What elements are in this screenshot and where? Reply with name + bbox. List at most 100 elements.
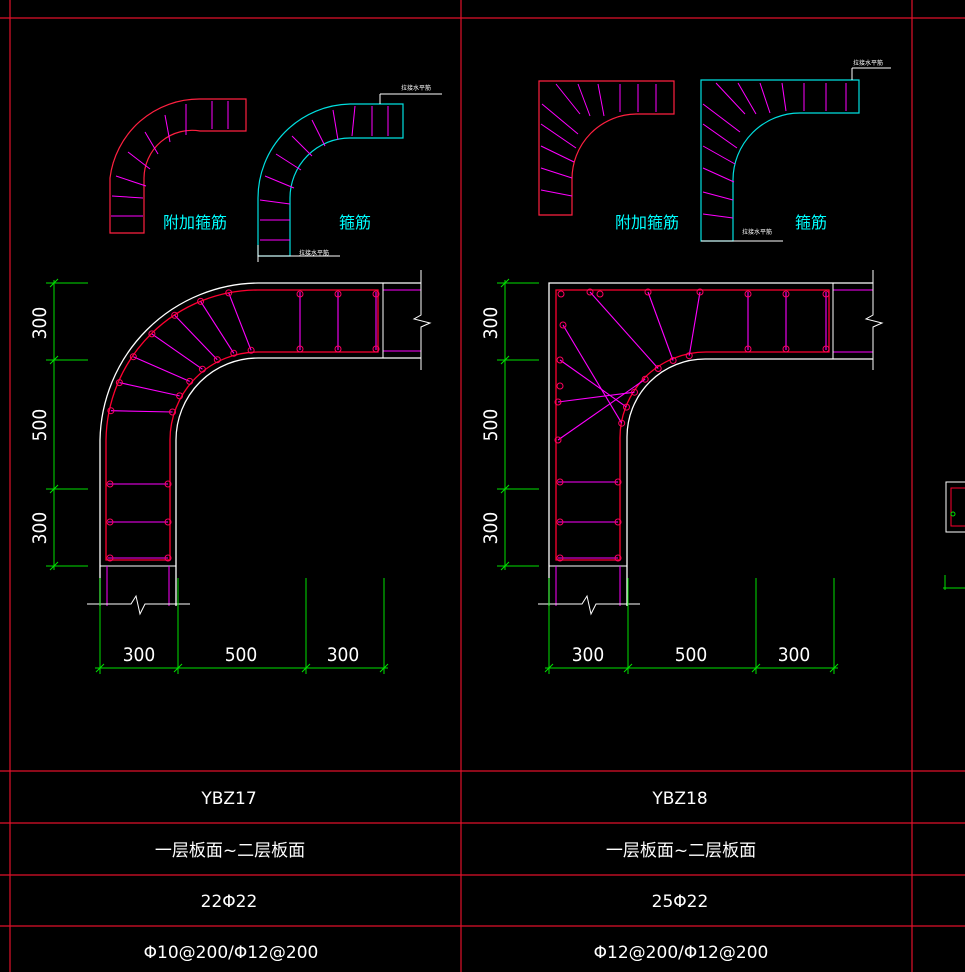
rebar-ring [782, 290, 790, 298]
table-stirrups: Φ12@200/Φ12@200 [594, 943, 769, 963]
rebar-ring [822, 290, 830, 298]
dim-v1: 300 [480, 307, 502, 340]
rebar-ring [198, 365, 206, 373]
rebar-ring [213, 356, 221, 364]
rebar-ring [372, 290, 380, 298]
section-ybz18: 附加箍筋 拉接水平筋 拉接水平筋 箍筋 [480, 59, 891, 963]
horizontal-bar-note-bottom: 拉接水平筋 [742, 228, 772, 236]
rebar-ring [822, 345, 830, 353]
tie-line [151, 333, 203, 370]
dim-h2: 500 [675, 644, 708, 666]
table-stirrups: Φ10@200/Φ12@200 [144, 943, 319, 963]
rebar-ring [641, 375, 649, 383]
tie-line [174, 314, 218, 361]
tie-line [133, 356, 190, 382]
rebar-ring [129, 353, 137, 361]
rebar-ring [334, 345, 342, 353]
rebar-ring [557, 290, 565, 298]
tie-line [259, 199, 291, 205]
rebar-ring [744, 290, 752, 298]
rebar-ring [106, 480, 114, 488]
rebar-ring [106, 518, 114, 526]
rebar-ring [164, 518, 172, 526]
dim-h1: 300 [572, 644, 605, 666]
rebar-ring [614, 518, 622, 526]
tie-line [264, 175, 295, 189]
tie-line [759, 82, 771, 114]
tie-line [351, 105, 356, 137]
tie-line [275, 153, 302, 171]
rebar-ring [556, 382, 564, 390]
rebar-ring [334, 290, 342, 298]
tie-line [311, 119, 326, 147]
tie-line [577, 83, 591, 117]
tie-line [555, 83, 581, 115]
rebar-ring [225, 289, 233, 297]
tie-line [110, 410, 173, 413]
rebar-ring [230, 349, 238, 357]
stirrup-label: 箍筋 [795, 213, 827, 232]
rebar-ring [614, 478, 622, 486]
table-elevation: 一层板面~二层板面 [606, 841, 756, 861]
rebar-ring [654, 365, 662, 372]
tie-line [715, 82, 746, 115]
rebar-ring [148, 330, 156, 338]
rebar-ring [556, 478, 564, 486]
rebar-ring [669, 357, 677, 364]
rebar-ring [115, 379, 123, 387]
tie-line [540, 123, 577, 149]
section-ybz17: 附加箍筋 拉接水平筋 拉接水平筋 箍筋 [29, 84, 442, 963]
tie-line [562, 324, 623, 424]
horizontal-bar-note-bottom: 拉接水平筋 [299, 249, 329, 257]
rebar-ring [164, 554, 172, 562]
dim-h3: 300 [778, 644, 811, 666]
dim-v3: 300 [480, 512, 502, 545]
tie-line [144, 131, 159, 155]
dim-h2: 500 [225, 644, 258, 666]
tie-line [702, 213, 734, 219]
rebar-ring [556, 554, 564, 562]
dim-v2: 500 [29, 409, 51, 442]
dim-v1: 300 [29, 307, 51, 340]
tie-line [127, 151, 151, 170]
rebar-ring [586, 288, 594, 296]
rebar-ring [176, 392, 184, 400]
tie-line [332, 109, 339, 141]
tie-line [702, 123, 738, 149]
rebar-ring [296, 345, 304, 353]
tie-line [540, 167, 573, 179]
extra-stirrup-sketch: 附加箍筋 [538, 80, 679, 232]
dim-v2: 500 [480, 409, 502, 442]
rebar-ring [744, 345, 752, 353]
tie-line [291, 135, 313, 157]
main-detail [87, 270, 432, 616]
tie-line [228, 292, 252, 351]
tie-line [781, 82, 787, 112]
tie-line [557, 378, 646, 441]
tie-line [688, 291, 701, 356]
tie-line [119, 382, 180, 397]
rebar-ring [556, 356, 564, 364]
tie-line [557, 391, 635, 403]
rebar-ring [171, 311, 179, 319]
tie-line [702, 191, 734, 201]
rebar-ring [372, 345, 380, 353]
stirrup-label: 箍筋 [339, 213, 371, 232]
dim-h1: 300 [123, 644, 156, 666]
rebar-ring [559, 321, 567, 329]
dim-v3: 300 [29, 512, 51, 545]
table-name: YBZ18 [651, 789, 707, 809]
extra-stirrup-sketch: 附加箍筋 [109, 98, 247, 234]
rebar-ring [247, 346, 255, 354]
tie-line [589, 291, 659, 369]
rebar-ring [696, 288, 704, 296]
main-detail [538, 270, 884, 616]
table-elevation: 一层板面~二层板面 [155, 841, 305, 861]
tie-line [647, 291, 674, 361]
rebar-ring [623, 403, 630, 411]
horizontal-bar-note-top: 拉接水平筋 [853, 59, 883, 67]
rebar-ring [554, 436, 562, 444]
tie-line [540, 145, 575, 163]
